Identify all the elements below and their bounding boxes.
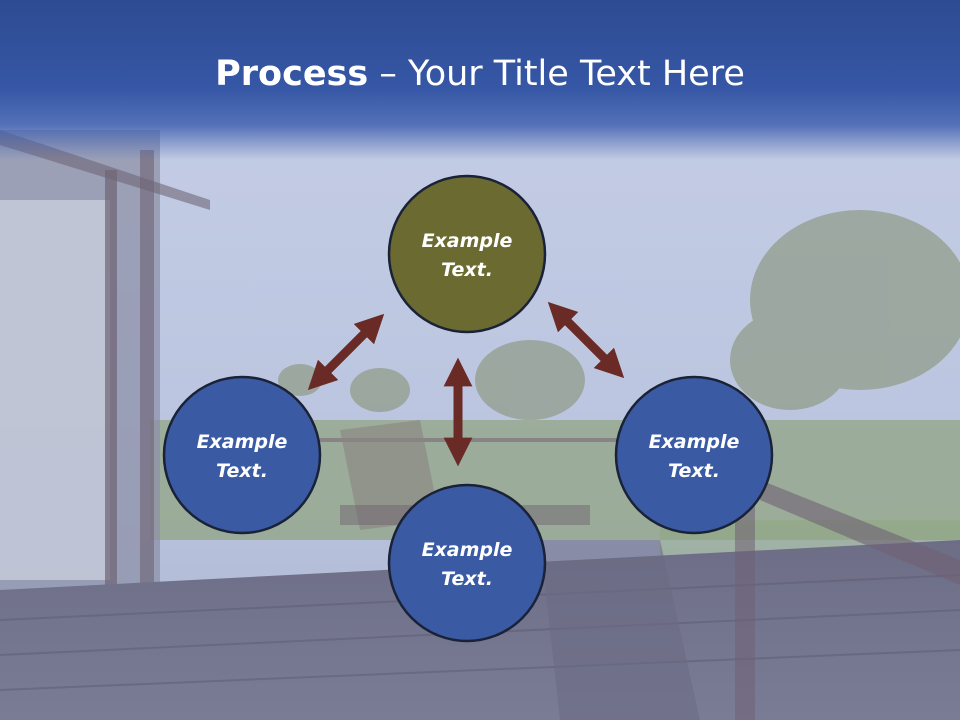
node-right-line2: Text. (668, 460, 720, 482)
node-bottom-line1: Example (422, 539, 513, 561)
process-node-right: Example Text. (614, 375, 774, 535)
title-rest: – Your Title Text Here (368, 54, 745, 94)
node-left-line1: Example (197, 431, 288, 453)
process-node-bottom: Example Text. (387, 483, 547, 643)
process-node-top: Example Text. (387, 174, 547, 334)
title-band (0, 0, 960, 160)
node-right-line1: Example (649, 431, 740, 453)
node-top-line2: Text. (441, 259, 493, 281)
slide-title: Process – Your Title Text Here (0, 52, 960, 96)
node-left-line2: Text. (216, 460, 268, 482)
node-bottom-line2: Text. (441, 568, 493, 590)
process-node-left: Example Text. (162, 375, 322, 535)
arrow-top-left (307, 313, 385, 391)
title-bold: Process (215, 54, 369, 94)
arrow-top-right (547, 301, 625, 379)
node-top-line1: Example (422, 230, 513, 252)
